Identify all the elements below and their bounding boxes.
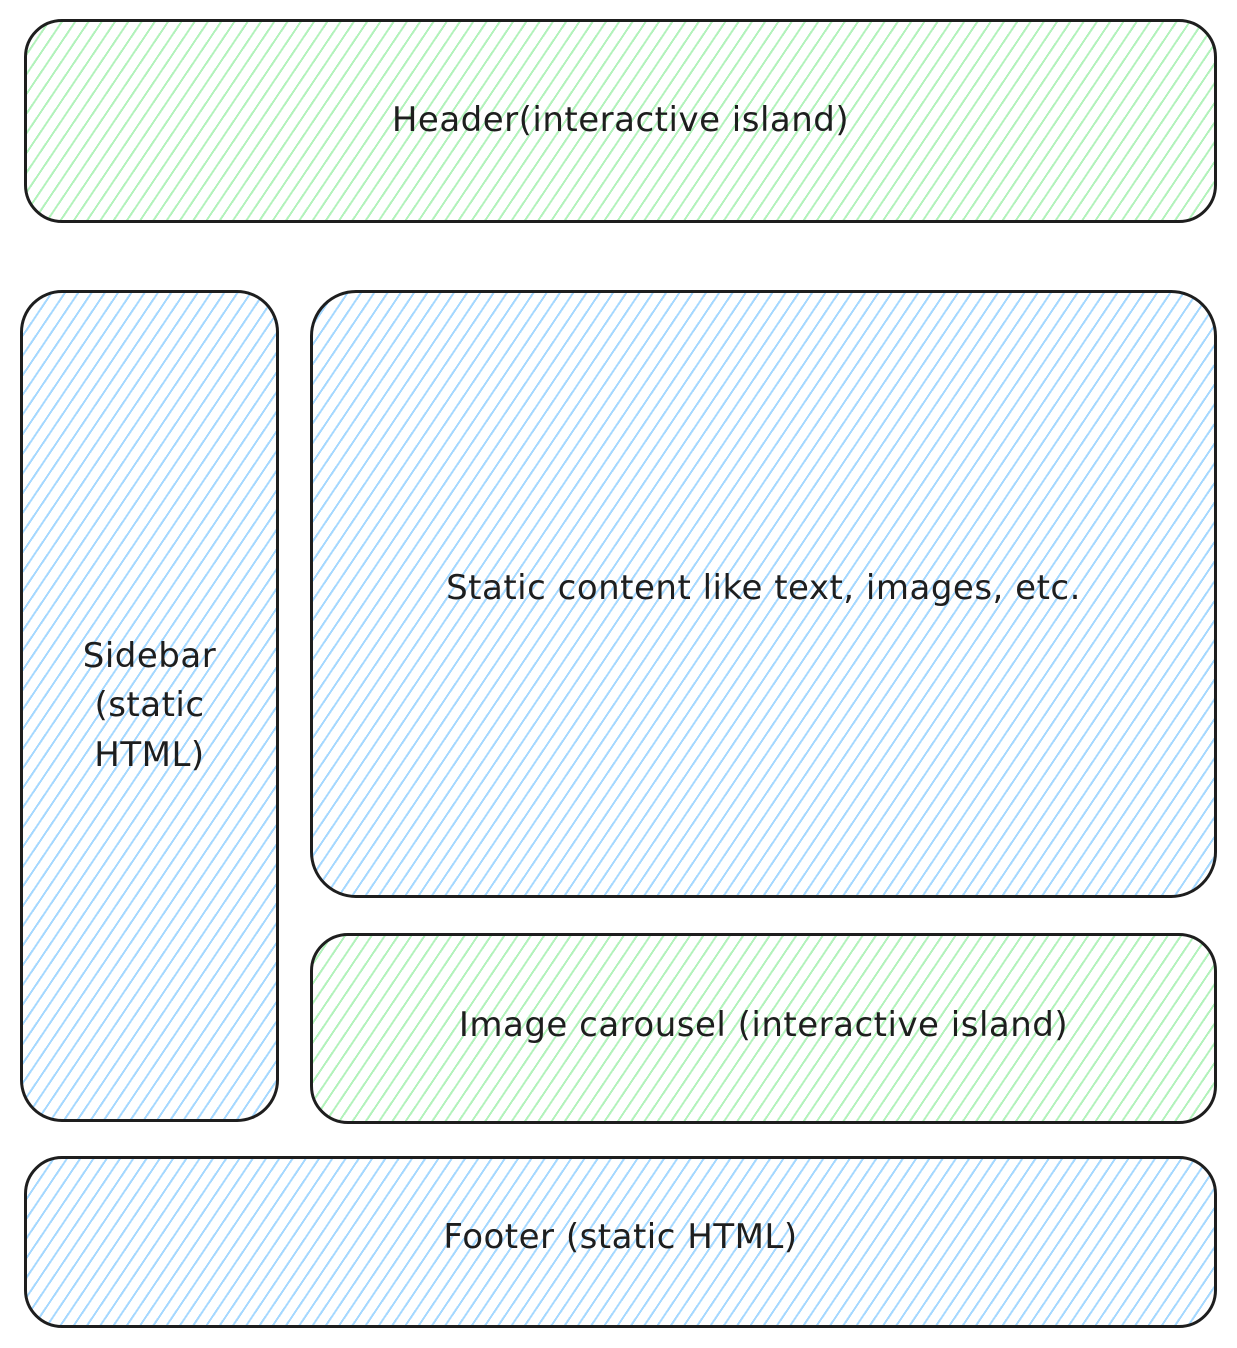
sidebar-box: Sidebar (static HTML) <box>20 290 279 1122</box>
static-content-box: Static content like text, images, etc. <box>310 290 1217 898</box>
image-carousel-box: Image carousel (interactive island) <box>310 933 1217 1124</box>
footer-label: Footer (static HTML) <box>443 1217 798 1258</box>
image-carousel-label: Image carousel (interactive island) <box>458 1004 1069 1045</box>
sidebar-label: Sidebar (static HTML) <box>82 636 217 775</box>
static-content-label: Static content like text, images, etc. <box>446 568 1081 609</box>
header-label: Header(interactive island) <box>391 100 850 141</box>
footer-box: Footer (static HTML) <box>24 1156 1217 1328</box>
header-box: Header(interactive island) <box>24 19 1217 223</box>
